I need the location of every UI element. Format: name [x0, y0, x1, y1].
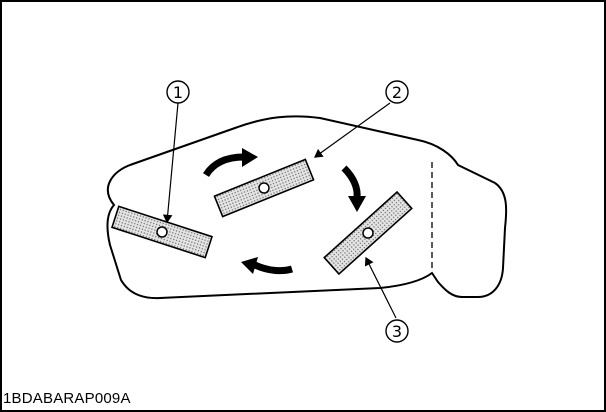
callout-leader-3 — [364, 256, 397, 319]
blade-3 — [323, 190, 413, 276]
callout-leader-2 — [314, 102, 391, 158]
curved-arrow-icon — [203, 148, 258, 178]
svg-text:1: 1 — [173, 83, 183, 102]
blade-1 — [110, 205, 214, 259]
figure-code: 1BDABARAP009A — [3, 390, 131, 407]
callout-leader-1 — [162, 102, 179, 224]
body-outline — [106, 115, 508, 300]
pivot-2 — [258, 182, 270, 194]
curved-arrow-icon — [341, 165, 366, 212]
callout-3: 3 — [385, 319, 409, 343]
pivot-3 — [362, 227, 374, 239]
blade-2 — [213, 158, 315, 218]
svg-text:3: 3 — [392, 322, 402, 341]
callout-1: 1 — [166, 80, 190, 104]
pivot-1 — [156, 226, 168, 238]
curved-arrow-icon — [241, 257, 294, 275]
callout-2: 2 — [385, 80, 409, 104]
svg-text:2: 2 — [392, 83, 402, 102]
